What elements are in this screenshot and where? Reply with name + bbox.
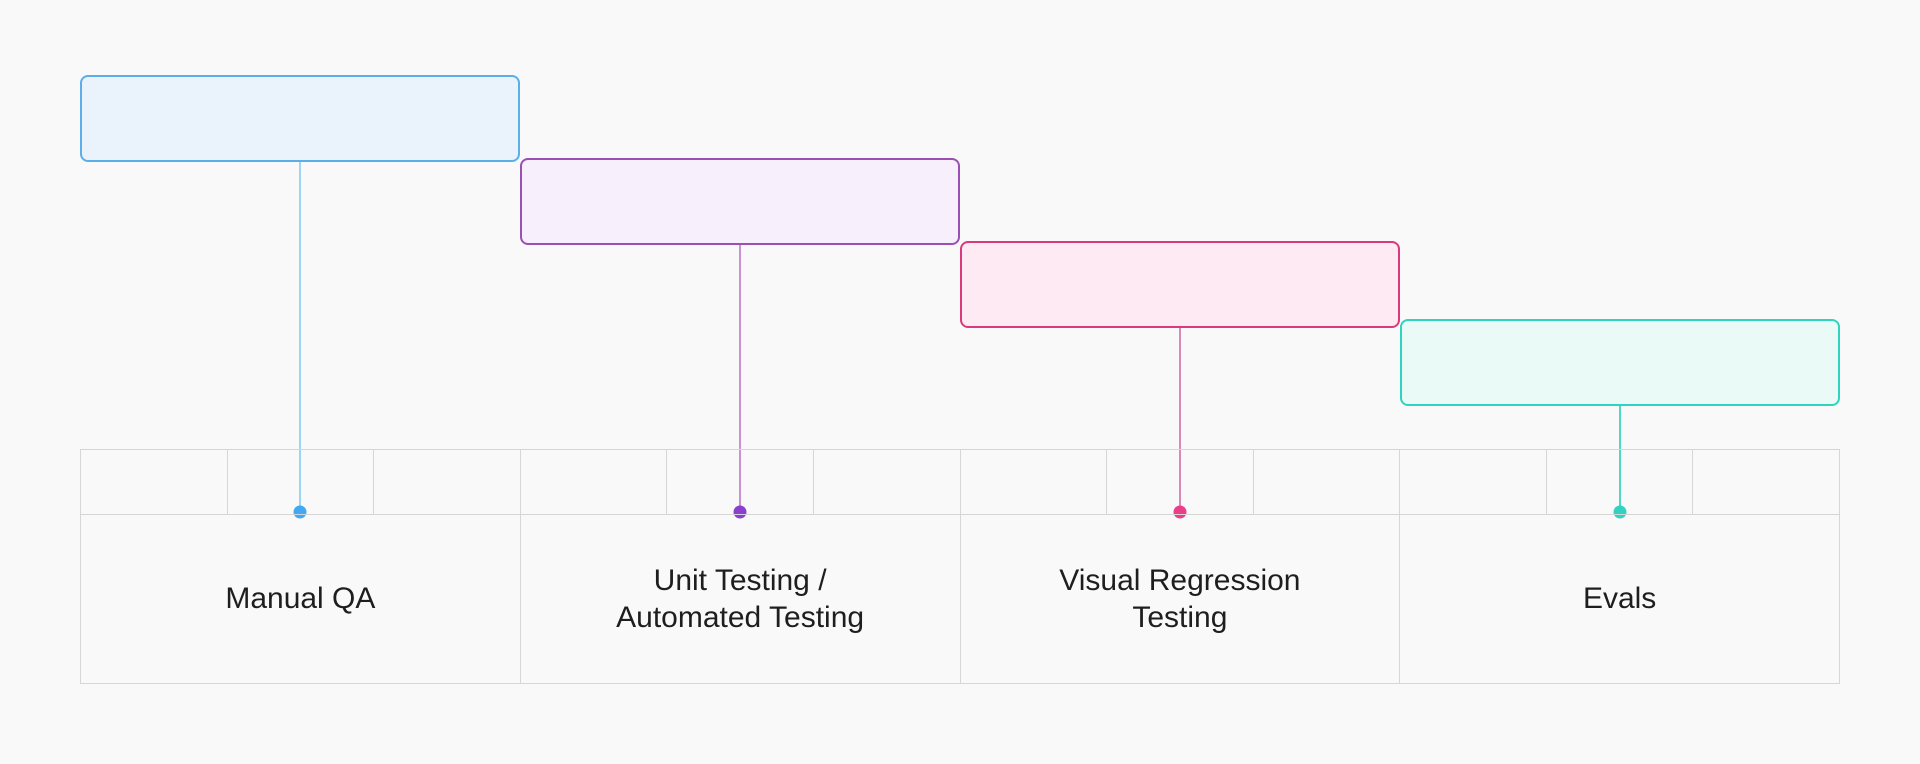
- tick-cell: [961, 450, 1108, 514]
- tick-cell: [1693, 450, 1839, 514]
- connector-dot-unit-testing[interactable]: [733, 505, 747, 519]
- phase-box-visual-regression-testing[interactable]: [960, 241, 1400, 328]
- timeline-grid: Manual QA Unit Testing / Automated Testin…: [80, 449, 1840, 684]
- timeline-label-row: Manual QA Unit Testing / Automated Testin…: [81, 515, 1839, 683]
- tick-cell: [81, 450, 228, 514]
- phase-label-cell-visual-regression-testing[interactable]: Visual Regression Testing: [961, 515, 1401, 683]
- connector-line-unit-testing: [739, 245, 741, 512]
- phase-box-evals[interactable]: [1400, 319, 1840, 406]
- phase-box-unit-testing[interactable]: [520, 158, 960, 245]
- tick-cell: [521, 450, 668, 514]
- phase-label-cell-evals[interactable]: Evals: [1400, 515, 1839, 683]
- connector-dot-evals[interactable]: [1613, 505, 1627, 519]
- tick-cell: [228, 450, 375, 514]
- connector-line-manual-qa: [299, 162, 301, 512]
- connector-line-evals: [1619, 406, 1621, 512]
- tick-cell: [1107, 450, 1254, 514]
- phase-box-manual-qa[interactable]: [80, 75, 520, 162]
- phase-label-cell-unit-testing[interactable]: Unit Testing / Automated Testing: [521, 515, 961, 683]
- connector-dot-visual-regression-testing[interactable]: [1173, 505, 1187, 519]
- tick-cell: [374, 450, 520, 514]
- tick-group-evals: [1400, 450, 1839, 514]
- connector-dot-manual-qa[interactable]: [293, 505, 307, 519]
- tick-group-manual-qa: [81, 450, 521, 514]
- tick-cell: [1547, 450, 1694, 514]
- connector-line-visual-regression-testing: [1179, 328, 1181, 512]
- phase-label-visual-regression-testing: Visual Regression Testing: [1059, 563, 1301, 635]
- phase-label-unit-testing: Unit Testing / Automated Testing: [616, 563, 865, 635]
- tick-cell: [1254, 450, 1400, 514]
- phase-label-cell-manual-qa[interactable]: Manual QA: [81, 515, 521, 683]
- tick-cell: [814, 450, 960, 514]
- tick-group-visual-regression-testing: [961, 450, 1401, 514]
- phase-label-manual-qa: Manual QA: [225, 582, 376, 616]
- tick-group-unit-testing: [521, 450, 961, 514]
- timeline-tick-row: [81, 450, 1839, 515]
- tick-cell: [667, 450, 814, 514]
- phase-label-evals: Evals: [1582, 582, 1657, 616]
- tick-cell: [1400, 450, 1547, 514]
